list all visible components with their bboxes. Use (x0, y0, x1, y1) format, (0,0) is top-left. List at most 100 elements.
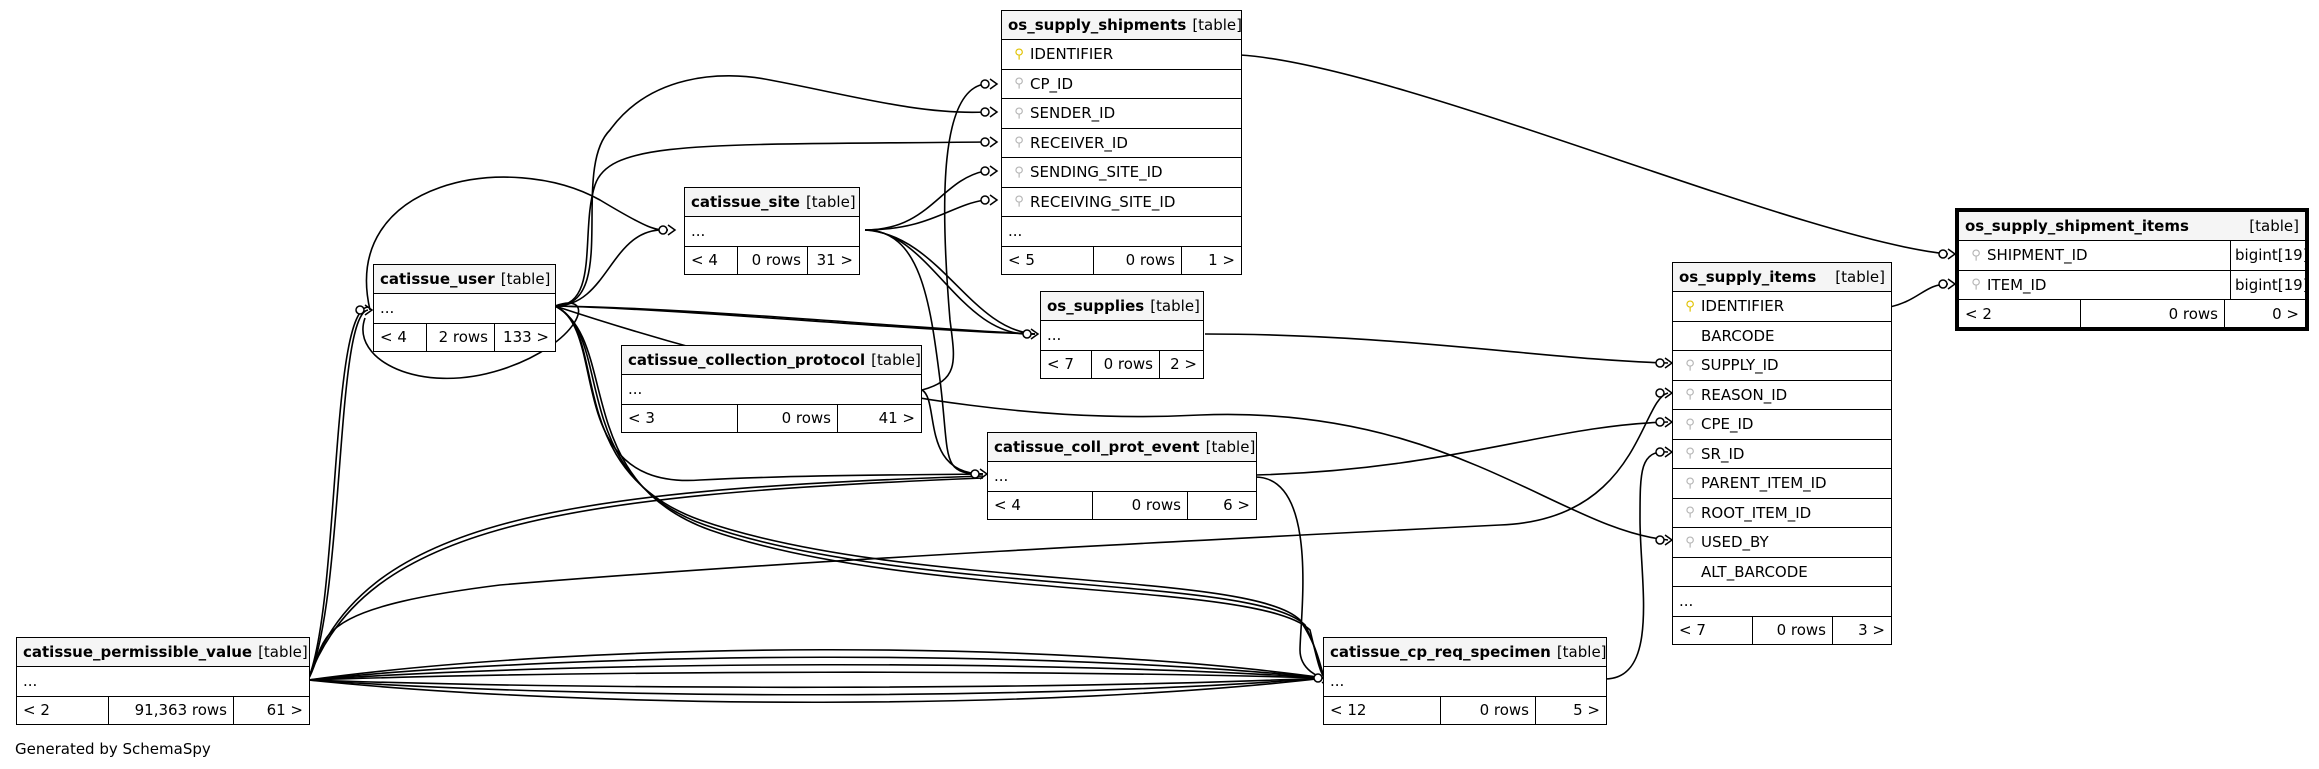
table-footer: < 4 0 rows 31 > (685, 246, 859, 274)
table-name: os_supply_shipment_items (1965, 217, 2189, 235)
table-catissue-permissible-value[interactable]: catissue_permissible_value[table] ... < … (16, 637, 310, 725)
column-name: SUPPLY_ID (1701, 356, 1779, 375)
table-name: catissue_user (380, 270, 495, 288)
column-row[interactable]: ⚲SENDER_ID (1002, 99, 1241, 129)
generated-by-credit: Generated by SchemaSpy (15, 740, 211, 758)
column-name: ALT_BARCODE (1701, 562, 1808, 581)
foreign-key-icon: ⚲ (1685, 416, 1695, 432)
foreign-key-icon: ⚲ (1685, 475, 1695, 491)
table-tag: [table] (871, 351, 921, 369)
row-count: 0 rows (738, 404, 838, 432)
column-name: REASON_ID (1701, 385, 1788, 404)
column-row[interactable]: ⚲BARCODE (1673, 322, 1891, 351)
table-footer: < 2 91,363 rows 61 > (17, 696, 309, 724)
column-row[interactable]: ⚲ CP_ID (1002, 70, 1241, 99)
more-columns: ... (685, 217, 859, 247)
parent-count[interactable]: < 4 (988, 491, 1093, 519)
row-count: 0 rows (738, 246, 808, 274)
child-count[interactable]: 61 > (266, 701, 303, 719)
child-count[interactable]: 6 > (1223, 496, 1250, 514)
parent-count[interactable]: < 2 (17, 696, 109, 724)
table-header: catissue_site[table] (685, 188, 859, 217)
child-count[interactable]: 133 > (503, 328, 549, 346)
table-name: os_supply_shipments (1008, 16, 1187, 34)
table-footer: < 12 0 rows 5 > (1324, 696, 1606, 724)
table-catissue-cp-req-specimen[interactable]: catissue_cp_req_specimen[table] ... < 12… (1323, 637, 1607, 725)
table-footer: < 3 0 rows 41 > (622, 404, 921, 432)
parent-count[interactable]: < 12 (1324, 696, 1441, 724)
child-count[interactable]: 0 > (2272, 304, 2299, 323)
table-os-supplies[interactable]: os_supplies[table] ... < 7 0 rows 2 > (1040, 291, 1204, 379)
table-name: catissue_cp_req_specimen (1330, 643, 1551, 661)
table-tag: [table] (1192, 16, 1243, 34)
foreign-key-icon: ⚲ (1971, 277, 1981, 293)
table-tag: [table] (500, 270, 551, 288)
more-columns: ... (622, 375, 921, 405)
column-name: PARENT_ITEM_ID (1701, 474, 1827, 493)
table-name: os_supply_items (1679, 268, 1817, 286)
child-count[interactable]: 3 > (1858, 621, 1885, 639)
table-os-supply-items[interactable]: os_supply_items [table] ⚲IDENTIFIER ⚲BAR… (1672, 262, 1892, 645)
table-os-supply-shipments[interactable]: os_supply_shipments [table] ⚲IDENTIFIER ⚲… (1001, 10, 1242, 275)
foreign-key-icon: ⚲ (1014, 194, 1024, 210)
row-count: 91,363 rows (109, 696, 234, 724)
table-header: catissue_collection_protocol[table] (622, 346, 921, 375)
row-count: 0 rows (1753, 616, 1833, 644)
column-row[interactable]: ⚲IDENTIFIER (1002, 40, 1241, 70)
column-name: BARCODE (1701, 326, 1775, 345)
table-header: catissue_coll_prot_event[table] (988, 433, 1256, 462)
table-footer: < 7 0 rows 2 > (1041, 350, 1203, 378)
parent-count[interactable]: < 2 (1959, 300, 2081, 327)
column-row[interactable]: ⚲SUPPLY_ID (1673, 351, 1891, 381)
child-count[interactable]: 5 > (1573, 701, 1600, 719)
column-row[interactable]: ⚲USED_BY (1673, 528, 1891, 558)
child-count[interactable]: 1 > (1208, 251, 1235, 269)
table-catissue-coll-prot-event[interactable]: catissue_coll_prot_event[table] ... < 4 … (987, 432, 1257, 520)
table-catissue-site[interactable]: catissue_site[table] ... < 4 0 rows 31 > (684, 187, 860, 275)
column-name: SENDER_ID (1030, 104, 1116, 123)
table-header: catissue_user [table] (374, 265, 555, 294)
parent-count[interactable]: < 3 (622, 404, 738, 432)
table-name: catissue_permissible_value (23, 643, 253, 661)
table-catissue-collection-protocol[interactable]: catissue_collection_protocol[table] ... … (621, 345, 922, 433)
column-row[interactable]: ⚲CPE_ID (1673, 410, 1891, 440)
more-columns: ... (17, 667, 309, 697)
column-row[interactable]: ⚲SR_ID (1673, 440, 1891, 469)
parent-count[interactable]: < 7 (1041, 350, 1092, 378)
foreign-key-icon: ⚲ (1014, 76, 1024, 92)
column-type: bigint[19] (2230, 270, 2309, 299)
column-row[interactable]: ⚲ALT_BARCODE (1673, 558, 1891, 587)
row-count: 0 rows (1092, 350, 1160, 378)
foreign-key-icon: ⚲ (1971, 247, 1981, 263)
parent-count[interactable]: < 4 (685, 246, 738, 274)
parent-count[interactable]: < 4 (374, 323, 427, 351)
column-type: bigint[19] (2230, 241, 2309, 270)
child-count[interactable]: 41 > (878, 409, 915, 427)
column-row[interactable]: ⚲RECEIVER_ID (1002, 129, 1241, 158)
more-columns: ... (988, 462, 1256, 492)
column-name: CP_ID (1030, 74, 1073, 93)
column-name: USED_BY (1701, 533, 1769, 552)
column-row[interactable]: ⚲RECEIVING_SITE_ID (1002, 188, 1241, 217)
column-name: SENDING_SITE_ID (1030, 163, 1163, 182)
more-columns: ... (1673, 587, 1891, 617)
table-os-supply-shipment-items[interactable]: os_supply_shipment_items [table] ⚲SHIPME… (1955, 208, 2309, 331)
column-row[interactable]: ⚲ PARENT_ITEM_ID (1673, 469, 1891, 499)
child-count[interactable]: 31 > (816, 251, 853, 269)
table-header: os_supply_shipments [table] (1002, 11, 1243, 40)
child-count[interactable]: 2 > (1170, 355, 1197, 373)
column-row[interactable]: ⚲REASON_ID (1673, 381, 1891, 410)
column-row[interactable]: ⚲ROOT_ITEM_ID (1673, 499, 1891, 528)
parent-count[interactable]: < 5 (1002, 246, 1094, 274)
parent-count[interactable]: < 7 (1673, 616, 1753, 644)
column-name: IDENTIFIER (1701, 297, 1785, 316)
column-row[interactable]: ⚲ SENDING_SITE_ID (1002, 158, 1241, 188)
table-header: catissue_cp_req_specimen[table] (1324, 638, 1607, 667)
column-row[interactable]: ⚲IDENTIFIER (1673, 292, 1891, 322)
foreign-key-icon: ⚲ (1014, 164, 1024, 180)
table-catissue-user[interactable]: catissue_user[table] ... < 4 2 rows 133 … (373, 264, 556, 352)
row-count: 0 rows (1093, 491, 1188, 519)
table-header: os_supply_shipment_items [table] (1959, 212, 2305, 241)
